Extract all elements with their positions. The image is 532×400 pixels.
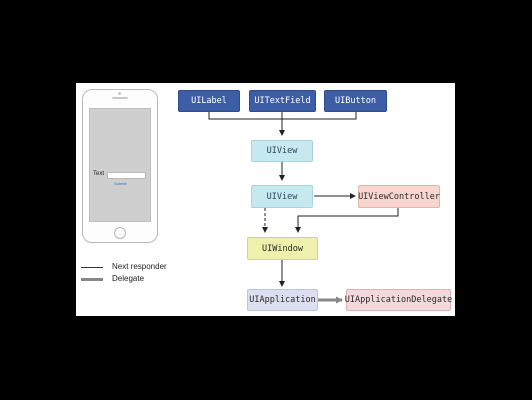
diagram-edges xyxy=(208,112,399,304)
node-uiview-top: UIView xyxy=(251,140,313,162)
node-uiapplication: UIApplication xyxy=(247,289,318,311)
node-uilabel: UILabel xyxy=(178,90,240,112)
edge-uiviewcontroller-uiwindow xyxy=(295,208,399,233)
legend-next-responder-label: Next responder xyxy=(112,262,167,271)
node-uiapplicationdelegate: UIApplicationDelegate xyxy=(345,289,452,311)
phone-text-label: Text xyxy=(93,171,105,177)
next-responder-line-icon xyxy=(81,267,103,268)
delegate-line-icon xyxy=(81,278,103,281)
legend-delegate-label: Delegate xyxy=(112,274,145,283)
node-uiviewcontroller: UIViewController xyxy=(358,185,440,208)
iphone-illustration: Text Submit xyxy=(82,89,158,243)
home-button-icon xyxy=(114,227,126,239)
node-uibutton: UIButton xyxy=(324,90,387,112)
phone-screen: Text Submit xyxy=(89,108,151,222)
camera-icon xyxy=(118,92,121,95)
node-uitextfield: UITextField xyxy=(249,90,316,112)
node-uiview-bottom: UIView xyxy=(251,185,313,208)
phone-text-field[interactable] xyxy=(107,172,146,179)
diagram-canvas: Text Submit Next responder Delegate xyxy=(76,83,455,316)
speaker-icon xyxy=(112,97,128,99)
node-uiwindow: UIWindow xyxy=(247,237,318,260)
phone-submit-button[interactable]: Submit xyxy=(114,181,127,186)
